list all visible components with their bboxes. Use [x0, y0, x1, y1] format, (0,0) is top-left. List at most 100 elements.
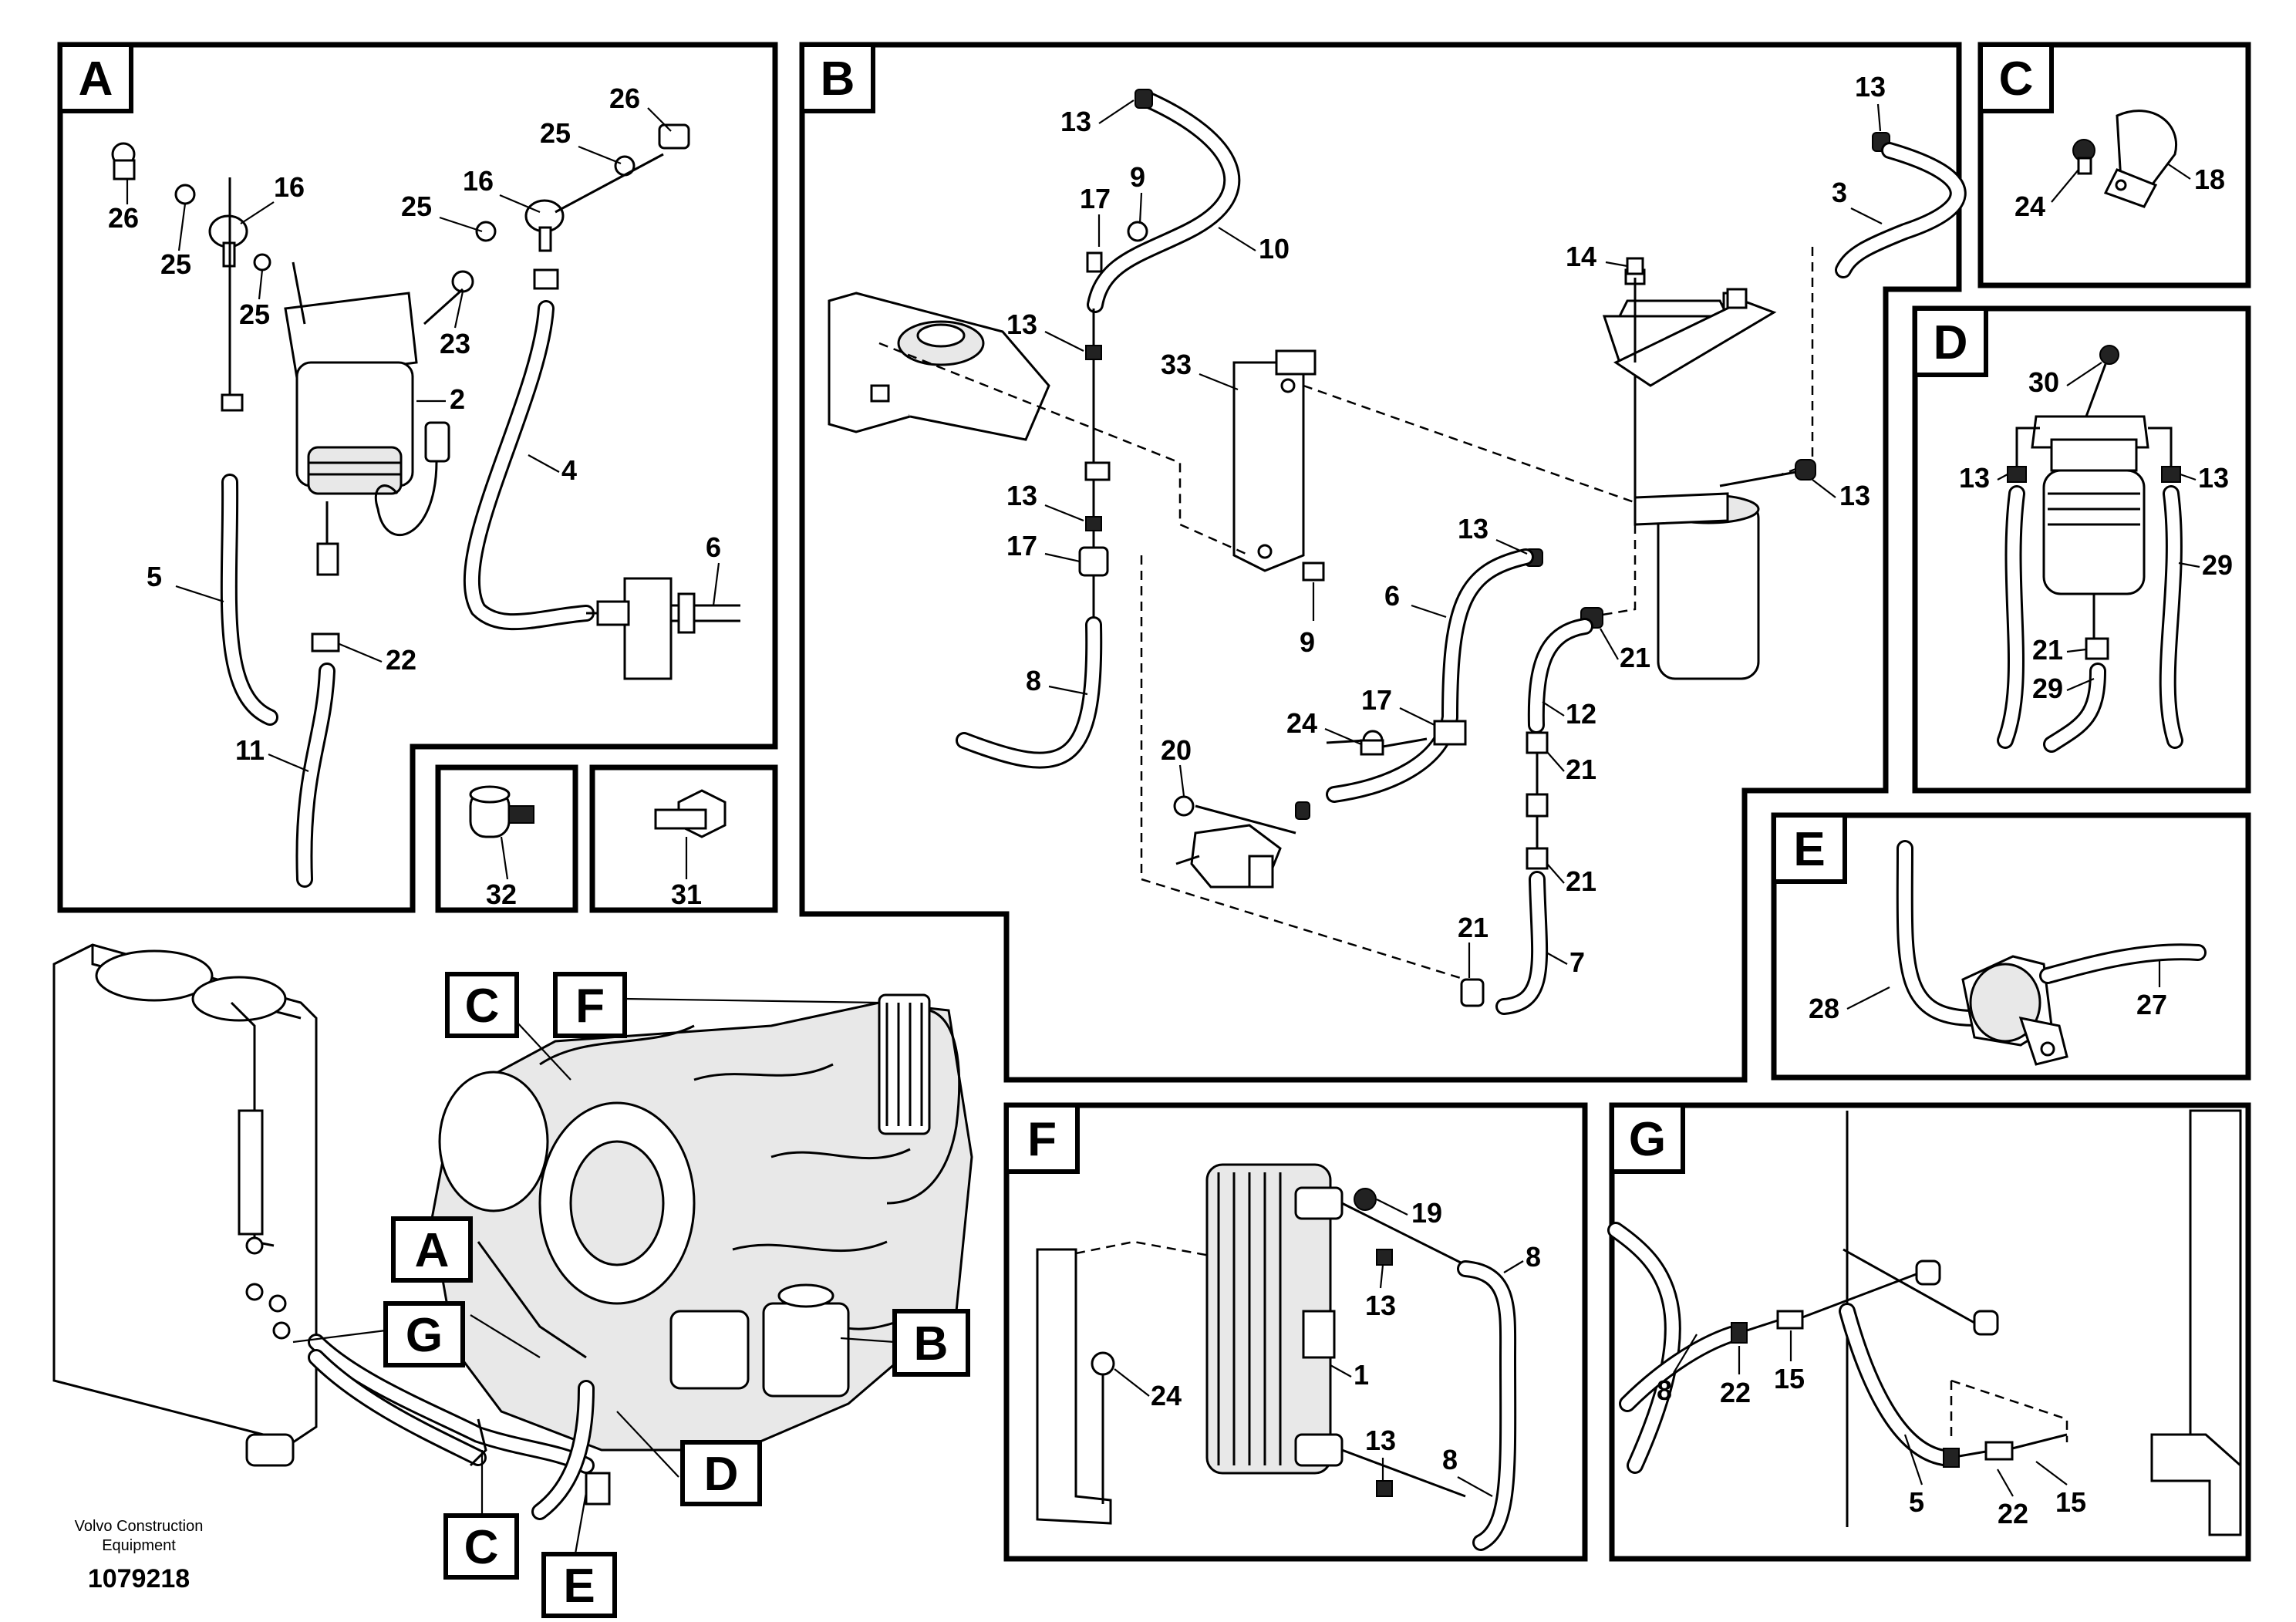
- panel-f-badge: F: [1004, 1103, 1080, 1174]
- callout-b: B: [892, 1309, 970, 1377]
- label-5: 5: [147, 561, 162, 592]
- label-13-d-left: 13: [1959, 462, 1990, 494]
- panel-g-badge: G: [1610, 1103, 1685, 1174]
- label-21-b-3: 21: [1566, 865, 1596, 897]
- label-28: 28: [1809, 993, 1839, 1024]
- label-17-b-hose6: 17: [1361, 684, 1392, 716]
- panel-a-sub-32-frame: [435, 764, 578, 913]
- panel-c-labels: 24 18: [2014, 163, 2225, 222]
- callout-g-text: G: [406, 1309, 443, 1362]
- callout-f-text: F: [575, 980, 605, 1033]
- label-4: 4: [561, 454, 577, 486]
- label-13-b-top: 13: [1060, 106, 1091, 137]
- panel-e-artwork: [1896, 840, 2207, 1066]
- label-26-top: 26: [609, 83, 640, 114]
- label-9-b-low: 9: [1300, 626, 1315, 658]
- label-8-f-top: 8: [1526, 1241, 1541, 1273]
- panel-c-badge-text: C: [1999, 52, 2034, 106]
- label-29-d-low: 29: [2032, 673, 2063, 704]
- panel-e-badge: E: [1772, 813, 1847, 884]
- panel-f-labels: 19 13 8 1 24 13 8: [1114, 1197, 1541, 1497]
- overview-artwork: [52, 943, 973, 1559]
- label-20: 20: [1161, 734, 1192, 766]
- callout-b-text: B: [914, 1317, 949, 1371]
- panel-e-frame: [1771, 812, 2251, 1081]
- callout-g: G: [383, 1301, 465, 1367]
- callout-c-top-text: C: [465, 980, 500, 1033]
- panel-e-labels: 28 27: [1809, 960, 2167, 1024]
- label-6-b: 6: [1384, 580, 1400, 612]
- panel-g-labels: 8 22 15 5 22 15: [1657, 1330, 2086, 1529]
- label-21-d: 21: [2032, 634, 2063, 666]
- panel-c-artwork: [2072, 110, 2177, 208]
- panel-b-hose-6-and-pump: [1173, 548, 1543, 889]
- label-24-b: 24: [1286, 707, 1317, 739]
- overview-callout-leaders: [292, 997, 895, 1559]
- label-21-b-top: 21: [1620, 642, 1650, 673]
- panel-a-sub-31-frame: [589, 764, 778, 913]
- panel-d-badge: D: [1913, 306, 1988, 377]
- label-8-f-low: 8: [1442, 1444, 1458, 1475]
- panel-f-artwork: [1036, 1163, 1517, 1551]
- label-29-d-right: 29: [2202, 549, 2233, 581]
- panel-b-left-hoses: [956, 89, 1241, 769]
- label-8-b: 8: [1026, 665, 1041, 696]
- panel-f-badge-text: F: [1027, 1113, 1057, 1166]
- label-3: 3: [1832, 177, 1847, 208]
- label-24-c: 24: [2014, 191, 2045, 222]
- company-line-1: Volvo Construction: [75, 1518, 204, 1535]
- callout-e: E: [541, 1552, 617, 1618]
- label-22: 22: [386, 644, 416, 676]
- panel-b-badge: B: [800, 42, 875, 113]
- label-30: 30: [2028, 366, 2059, 398]
- label-12: 12: [1566, 698, 1596, 730]
- label-16-right: 16: [463, 165, 494, 197]
- panel-b-frame: [799, 42, 1962, 1083]
- banjo-fittings: [111, 123, 690, 325]
- panel-a-badge-text: A: [79, 52, 113, 106]
- panel-badges: A B C D E F G: [58, 42, 2054, 1174]
- callout-d-text: D: [704, 1448, 739, 1501]
- fuel-tank: [52, 943, 318, 1467]
- panel-a-hoses: [220, 177, 595, 888]
- panel-b-hose-3: [1835, 132, 1967, 278]
- callout-f: F: [553, 972, 627, 1038]
- callout-c-top: C: [445, 972, 519, 1038]
- label-13-f-top: 13: [1365, 1290, 1396, 1321]
- overview-callouts: C F A B G D C E: [383, 972, 970, 1618]
- label-31: 31: [671, 878, 702, 910]
- label-11: 11: [235, 734, 265, 766]
- label-13-f-low: 13: [1365, 1425, 1396, 1456]
- callout-e-text: E: [563, 1560, 595, 1613]
- panel-c-badge: C: [1978, 42, 2054, 113]
- label-17-b-top: 17: [1080, 183, 1111, 214]
- panel-b-artwork: [828, 89, 1967, 1015]
- panel-g-badge-text: G: [1629, 1113, 1666, 1166]
- callout-c-bottom: C: [443, 1513, 519, 1580]
- label-14: 14: [1566, 241, 1596, 272]
- label-23: 23: [440, 328, 470, 359]
- label-8-g: 8: [1657, 1374, 1672, 1406]
- panel-b-bolt-24: [1360, 737, 1428, 756]
- drawing-number: 1079218: [88, 1564, 190, 1593]
- panel-c-frame: [1977, 42, 2251, 288]
- label-16-left: 16: [274, 171, 305, 203]
- panel-d-artwork: [1997, 345, 2183, 753]
- panel-b-labels: 13 17 9 10 13 33 13 17 8 9 13 6 17 24 20…: [1006, 71, 1886, 978]
- label-13-b-mid: 13: [1006, 309, 1037, 340]
- panel-a-artwork: [111, 123, 740, 888]
- engine-block: [430, 993, 973, 1452]
- label-13-b-low: 13: [1006, 480, 1037, 511]
- footer: Volvo Construction Equipment 1079218: [75, 1518, 204, 1593]
- panel-e-badge-text: E: [1793, 823, 1825, 876]
- panel-a-sub-32: 32: [469, 785, 534, 910]
- label-27: 27: [2136, 989, 2167, 1020]
- panel-g-artwork: [1607, 1109, 2242, 1536]
- overview-hoses: [308, 1334, 611, 1520]
- label-18: 18: [2194, 164, 2225, 195]
- panel-b-bolt-14-bracket: [1613, 257, 1777, 387]
- panel-g-frame: [1609, 1102, 2251, 1562]
- label-22-g-top: 22: [1720, 1377, 1751, 1408]
- water-separator-filter: [284, 292, 450, 537]
